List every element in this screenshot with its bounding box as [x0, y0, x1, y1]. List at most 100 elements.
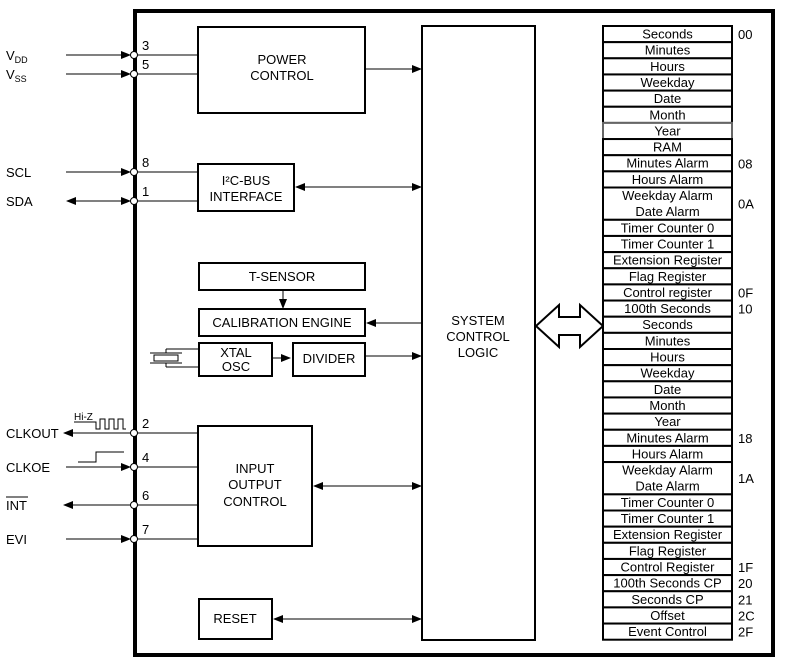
pin-clkout-label: CLKOUT [6, 426, 59, 441]
reset-block: RESET [198, 598, 273, 640]
pin-clkout-terminal [130, 429, 138, 437]
register-address: 1F [738, 560, 753, 575]
register-address: 1A [738, 471, 754, 486]
t-sensor-label: T-SENSOR [249, 269, 315, 284]
xtal-label-1: XTAL [220, 345, 252, 360]
register-name: Extension Register [613, 527, 723, 542]
register-address: 08 [738, 156, 752, 171]
calibration-engine-block: CALIBRATION ENGINE [198, 308, 366, 337]
register-bus-double-arrow-icon [534, 302, 605, 350]
io-label-3: CONTROL [223, 494, 287, 509]
register-row: Date [602, 89, 733, 108]
register-row: Timer Counter 0 [602, 218, 733, 237]
pin-clkoe-number: 4 [142, 450, 149, 465]
register-name: Timer Counter 0 [621, 220, 714, 235]
register-row: Minutes [602, 41, 733, 60]
register-name: 100th Seconds CP [613, 576, 721, 591]
register-row: Hours [602, 348, 733, 367]
register-row: Hours [602, 57, 733, 76]
register-row: RAM [602, 138, 733, 157]
xtal-osc-block: XTAL OSC [198, 342, 273, 377]
power-control-label-1: POWER [257, 52, 306, 67]
register-name: Date Alarm [635, 479, 699, 494]
register-name: Flag Register [629, 543, 707, 558]
register-row: Flag Register [602, 267, 733, 286]
register-name: Year [654, 414, 681, 429]
hi-z-label: Hi-Z [74, 412, 93, 423]
pin-vss-terminal [130, 70, 138, 78]
register-row: Minutes Alarm 08 [602, 154, 752, 173]
register-name: Timer Counter 0 [621, 495, 714, 510]
register-name: Month [649, 398, 685, 413]
scl-label-1: SYSTEM [451, 313, 504, 328]
pin-scl-number: 8 [142, 155, 149, 170]
register-name: Minutes [645, 333, 691, 348]
register-name: RAM [653, 140, 682, 155]
power-control-block: POWER CONTROL [197, 26, 366, 114]
register-address: 10 [738, 302, 752, 317]
register-name: Control register [623, 285, 713, 300]
register-row: Control register 0F [602, 283, 753, 302]
io-label-1: INPUT [236, 461, 275, 476]
register-name: Minutes [645, 43, 691, 58]
pin-evi-terminal [130, 535, 138, 543]
power-control-label-2: CONTROL [250, 68, 314, 83]
register-row: 100th Seconds 10 [602, 299, 752, 318]
clkout-waveform-icon [74, 418, 126, 430]
pin-clkoe-label: CLKOE [6, 460, 50, 475]
register-name: Minutes Alarm [626, 156, 708, 171]
register-name: Event Control [628, 624, 707, 639]
register-name: Extension Register [613, 253, 723, 268]
register-name: Weekday [641, 75, 695, 90]
register-name: Date Alarm [635, 204, 699, 219]
register-name: Timer Counter 1 [621, 511, 714, 526]
register-name: Date [654, 91, 681, 106]
pin-vdd-terminal [130, 51, 138, 59]
pin-vdd-number: 3 [142, 38, 149, 53]
reset-label: RESET [213, 611, 256, 626]
crystal-icon [150, 348, 199, 368]
register-row: Timer Counter 0 [602, 493, 733, 512]
register-name: Seconds [642, 27, 693, 42]
register-row: Month [602, 396, 733, 415]
pin-scl-label: SCL [6, 165, 31, 180]
register-row: Weekday [602, 364, 733, 383]
register-row: Hours Alarm [602, 444, 733, 464]
register-address: 0A [738, 197, 754, 212]
scl-label-3: LOGIC [458, 345, 498, 360]
io-label-2: OUTPUT [228, 477, 282, 492]
register-address: 2C [738, 608, 755, 623]
register-row: Weekday [602, 73, 733, 92]
register-name: Hours Alarm [632, 172, 704, 187]
t-sensor-block: T-SENSOR [198, 262, 366, 291]
register-row: Extension Register [602, 525, 733, 544]
clkoe-step-icon [78, 451, 124, 463]
register-name: 100th Seconds [624, 301, 711, 316]
register-address: 0F [738, 285, 753, 300]
pin-clkoe-terminal [130, 463, 138, 471]
register-row: Control Register 1F [602, 557, 753, 577]
register-name: Weekday Alarm [622, 188, 713, 203]
pin-vss-number: 5 [142, 57, 149, 72]
register-row: Timer Counter 1 [602, 509, 733, 528]
register-name: Weekday Alarm [622, 463, 713, 478]
pin-vss-label: VSS [6, 67, 27, 84]
register-name: Timer Counter 1 [621, 236, 714, 251]
register-row: Extension Register [602, 251, 733, 270]
register-name: Control Register [621, 559, 716, 574]
i2c-bus-interface-block: I²C-BUS INTERFACE [197, 163, 295, 212]
